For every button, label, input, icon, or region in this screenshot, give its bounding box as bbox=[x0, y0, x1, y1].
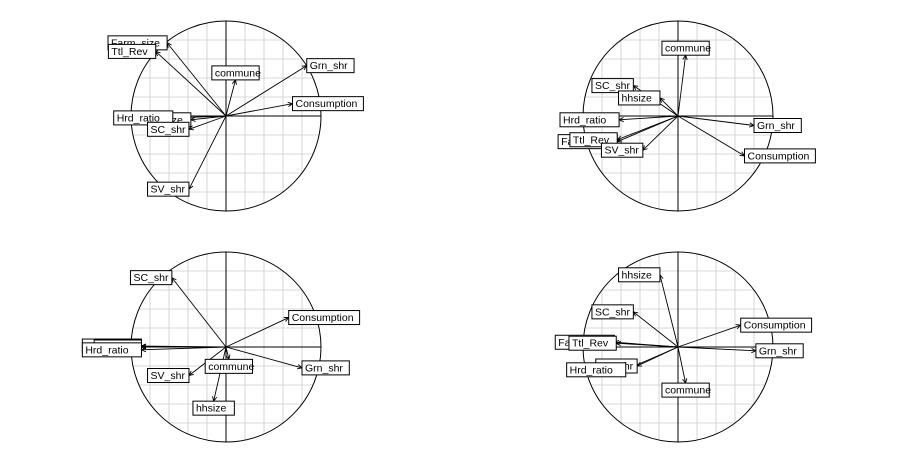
variable-arrow bbox=[618, 115, 679, 123]
variable-label-text: commune bbox=[665, 43, 711, 55]
variable-label-text: hhsize bbox=[622, 269, 653, 281]
variable-label-text: Consumption bbox=[296, 98, 358, 110]
panel-bottom-left: SC_shrConsumptionFarm_sizeTtl_RevHrd_rat… bbox=[81, 251, 361, 443]
variable-arrow bbox=[642, 115, 679, 151]
variable-label: SV_shr bbox=[147, 368, 190, 383]
variable-label-text: Ttl_Rev bbox=[572, 338, 609, 350]
variable-label-text: Grn_shr bbox=[757, 120, 795, 132]
variable-label: Hrd_ratio bbox=[559, 112, 620, 128]
variable-label: Ttl_Rev bbox=[107, 43, 157, 59]
variable-label-text: commune bbox=[665, 385, 711, 397]
variable-label: Grn_shr bbox=[755, 343, 804, 359]
variable-label-text: SC_shr bbox=[133, 272, 169, 284]
variable-label-text: Hrd_ratio bbox=[117, 112, 160, 124]
variable-label-text: SC_shr bbox=[595, 80, 631, 92]
variable-label: Consumption bbox=[740, 317, 813, 333]
variable-label-text: Grn_shr bbox=[759, 345, 797, 357]
variable-label: Consumption bbox=[292, 96, 364, 112]
variable-label-text: Hrd_ratio bbox=[563, 114, 606, 126]
label-layer: SC_shrConsumptionFarm_sizeTtl_RevHrd_rat… bbox=[81, 270, 361, 416]
variable-label-text: SC_shr bbox=[595, 306, 631, 318]
variable-label: Consumption bbox=[744, 148, 816, 164]
variable-label-text: Grn_shr bbox=[305, 362, 343, 374]
variable-label: commune bbox=[661, 382, 711, 398]
variable-arrow bbox=[677, 346, 757, 354]
variable-label: Hrd_ratio bbox=[113, 110, 174, 126]
variable-label-text: Ttl_Rev bbox=[111, 46, 148, 58]
variable-label-text: SV_shr bbox=[151, 184, 186, 196]
variable-label-text: Hrd_ratio bbox=[570, 364, 613, 376]
panel-top-left: Farm_sizeTtl_RevcommuneGrn_shrConsumptio… bbox=[107, 20, 364, 212]
variable-label-text: Consumption bbox=[292, 312, 354, 324]
variable-label: commune bbox=[661, 40, 711, 56]
variable-label: SV_shr bbox=[600, 142, 644, 158]
variable-label-text: SV_shr bbox=[604, 145, 639, 157]
variable-label: SC_shr bbox=[591, 78, 634, 94]
variable-label: Ttl_Rev bbox=[568, 335, 617, 351]
variable-label: Grn_shr bbox=[301, 360, 350, 376]
variable-label: Hrd_ratio bbox=[566, 362, 627, 378]
variable-arrow bbox=[677, 54, 688, 117]
variable-arrow bbox=[658, 273, 679, 348]
label-layer: Farm_sizeTtl_RevcommuneGrn_shrConsumptio… bbox=[107, 35, 364, 197]
variable-label-text: Consumption bbox=[748, 150, 810, 162]
variable-label-text: SV_shr bbox=[151, 370, 186, 382]
variable-label: commune bbox=[211, 65, 261, 81]
variable-arrow bbox=[154, 50, 227, 117]
variable-arrow bbox=[212, 346, 227, 403]
variable-label: Consumption bbox=[288, 310, 361, 326]
variable-label-text: Consumption bbox=[744, 320, 806, 332]
variable-label-text: Hrd_ratio bbox=[85, 344, 128, 356]
variable-label-text: Grn_shr bbox=[310, 60, 348, 72]
variable-arrow bbox=[140, 346, 227, 353]
variable-label: SV_shr bbox=[147, 181, 190, 197]
label-layer: communeSC_shrhhsizeHrd_ratioFarm_sizeTtl… bbox=[557, 40, 816, 164]
variable-label-text: commune bbox=[208, 361, 254, 373]
variable-arrow bbox=[225, 101, 294, 117]
variable-label: Hrd_ratio bbox=[81, 342, 142, 358]
variable-label-text: hhsize bbox=[622, 92, 653, 104]
variable-label: Grn_shr bbox=[753, 118, 802, 133]
variable-arrow bbox=[225, 317, 290, 348]
variable-label: Grn_shr bbox=[306, 58, 355, 74]
variable-arrow bbox=[659, 97, 679, 117]
variable-label-text: Ttl_Rev bbox=[573, 134, 610, 146]
variable-label: SC_shr bbox=[129, 270, 173, 286]
variable-label-text: hhsize bbox=[196, 403, 227, 415]
variable-label: SC_shr bbox=[591, 304, 634, 320]
variable-label: SC_shr bbox=[147, 121, 190, 137]
panel-top-right: communeSC_shrhhsizeHrd_ratioFarm_sizeTtl… bbox=[557, 20, 816, 212]
label-layer: hhsizeSC_shrConsumptionFarm_sizeTtl_RevG… bbox=[554, 267, 813, 398]
variable-label: commune bbox=[204, 358, 254, 374]
variable-arrow bbox=[615, 340, 679, 348]
variable-label: hhsize bbox=[192, 400, 235, 416]
variable-arrow bbox=[677, 115, 746, 157]
variable-label-text: commune bbox=[215, 67, 261, 79]
variable-label: hhsize bbox=[618, 90, 661, 106]
variable-arrow bbox=[171, 276, 227, 348]
variable-label: hhsize bbox=[618, 267, 661, 283]
variable-arrow bbox=[677, 346, 688, 385]
panel-bottom-right: hhsizeSC_shrConsumptionFarm_sizeTtl_RevG… bbox=[554, 251, 813, 443]
variable-label-text: SC_shr bbox=[151, 124, 187, 136]
